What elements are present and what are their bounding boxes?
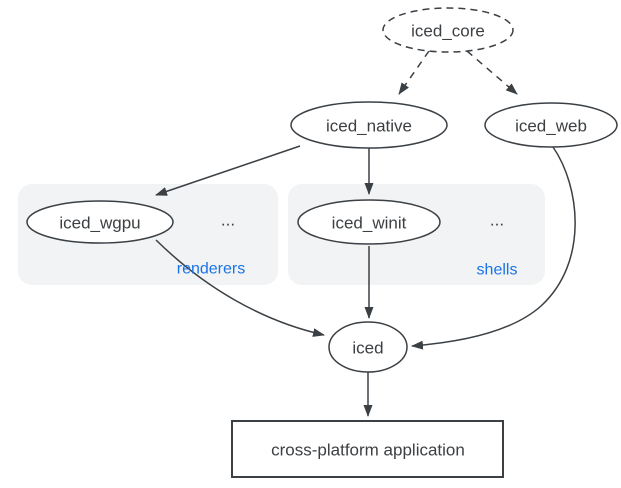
node-iced-native bbox=[290, 101, 448, 149]
node-iced-core-label: iced_core bbox=[411, 22, 485, 41]
node-iced-label: iced bbox=[352, 339, 383, 358]
node-iced-winit-label: iced_winit bbox=[332, 214, 407, 233]
shells-ellipsis: ... bbox=[490, 211, 504, 230]
renderers-ellipsis: ... bbox=[221, 211, 235, 230]
edge-native-to-wgpu bbox=[155, 145, 301, 196]
node-iced bbox=[328, 321, 408, 373]
renderers-group-label: renderers bbox=[177, 261, 245, 278]
node-iced-native-label: iced_native bbox=[326, 117, 412, 136]
node-iced-winit bbox=[297, 199, 441, 245]
node-cross-platform-application bbox=[231, 420, 504, 478]
node-iced-web-label: iced_web bbox=[515, 117, 587, 136]
shells-group-label: shells bbox=[477, 262, 518, 279]
edge-core-to-web bbox=[466, 50, 518, 95]
node-iced-wgpu-label: iced_wgpu bbox=[59, 214, 140, 233]
edge-web-to-iced bbox=[411, 146, 576, 350]
node-cross-platform-application-label: cross-platform application bbox=[271, 441, 465, 460]
node-iced-core bbox=[382, 7, 514, 53]
node-iced-wgpu bbox=[26, 200, 174, 244]
node-iced-web bbox=[484, 102, 618, 148]
edge-wgpu-to-iced bbox=[155, 239, 325, 337]
edge-core-to-native bbox=[398, 50, 430, 95]
